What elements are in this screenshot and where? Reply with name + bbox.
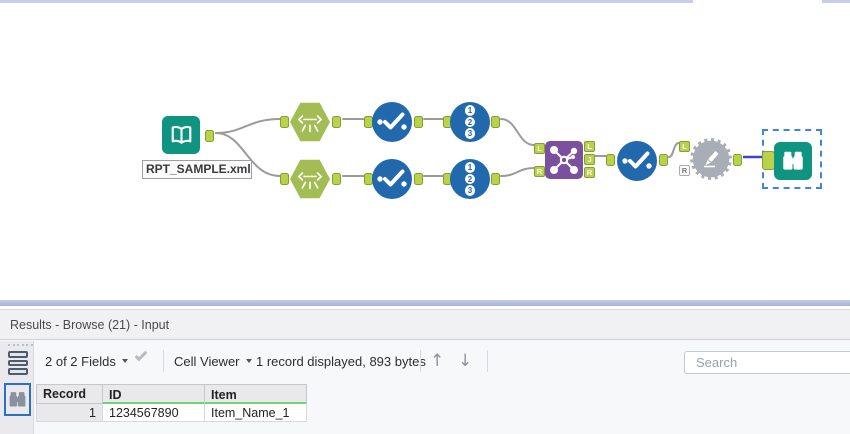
check-dots-icon	[377, 169, 407, 187]
binoculars-icon	[9, 392, 26, 407]
join-tool[interactable]	[545, 141, 583, 179]
cell-record-number[interactable]: 1	[36, 404, 103, 422]
record-id-tool-bottom[interactable]: 1 2 3	[450, 159, 490, 199]
output-anchor[interactable]	[491, 173, 500, 185]
join-output-port-right[interactable]: R	[584, 167, 595, 178]
join-output-port-left[interactable]: L	[584, 141, 595, 152]
output-anchor[interactable]	[332, 116, 341, 128]
results-panel-title: Results - Browse (21) - Input	[10, 317, 170, 332]
cell-viewer-dropdown[interactable]: Cell Viewer	[174, 348, 252, 374]
macro-tool[interactable]	[690, 138, 732, 180]
toolbar-separator	[487, 350, 488, 372]
123-icon: 1 2 3	[464, 105, 476, 139]
toolbar-separator	[420, 350, 421, 372]
column-header-record[interactable]: Record	[36, 384, 103, 404]
table-view-button[interactable]	[8, 351, 28, 375]
window-edge-bar	[0, 0, 693, 3]
panel-splitter[interactable]	[0, 300, 850, 306]
123-icon: 1 2 3	[464, 162, 476, 196]
select-tool-bottom[interactable]	[372, 159, 412, 199]
select-tool-after-join[interactable]	[617, 141, 657, 181]
record-info: 1 record displayed, 893 bytes	[256, 353, 426, 369]
results-side-rail	[0, 341, 34, 434]
macro-input-port-right[interactable]: R	[679, 165, 690, 176]
cell-id[interactable]: 1234567890	[103, 404, 205, 422]
join-input-port-right[interactable]: R	[534, 166, 545, 177]
window-edge-bar-right	[822, 0, 850, 3]
select-tool-top[interactable]	[372, 102, 412, 142]
cell-viewer-label: Cell Viewer	[174, 353, 240, 369]
check-dots-icon	[377, 112, 407, 130]
fields-dropdown[interactable]: 2 of 2 Fields	[45, 348, 128, 374]
grid-header-row: Record ID Item	[36, 384, 307, 404]
join-input-port-left[interactable]: L	[534, 143, 545, 154]
tool-annotation[interactable]: RPT_SAMPLE.xml	[142, 160, 252, 179]
xml-parse-tool-bottom[interactable]	[290, 159, 330, 199]
binoculars-icon	[783, 151, 803, 170]
fields-summary-label: 2 of 2 Fields	[45, 353, 116, 369]
chevron-down-icon	[245, 359, 252, 363]
record-id-tool-top[interactable]: 1 2 3	[450, 102, 490, 142]
search-box[interactable]	[684, 351, 850, 374]
table-row: 1 1234567890 Item_Name_1	[36, 404, 307, 422]
results-panel-header: Results - Browse (21) - Input	[0, 309, 850, 340]
column-header-id[interactable]: ID	[103, 384, 205, 404]
macro-input-port-left[interactable]: L	[679, 141, 690, 152]
output-anchor[interactable]	[659, 154, 668, 166]
output-anchor[interactable]	[491, 116, 500, 128]
cell-item[interactable]: Item_Name_1	[205, 404, 307, 422]
next-record-button[interactable]: ↓	[458, 351, 473, 371]
check-dots-icon	[622, 151, 652, 169]
output-anchor[interactable]	[733, 154, 742, 166]
drag-handle-dots[interactable]	[8, 344, 33, 346]
search-input[interactable]	[696, 355, 850, 370]
browse-tool[interactable]	[774, 142, 812, 180]
open-book-icon	[171, 125, 191, 144]
input-anchor[interactable]	[280, 116, 289, 128]
chevron-down-icon	[121, 359, 128, 363]
input-anchor[interactable]	[606, 154, 615, 166]
join-output-port-join[interactable]: J	[584, 154, 595, 165]
xml-parse-tool-top[interactable]	[290, 102, 330, 142]
browse-view-button-selected[interactable]	[4, 383, 31, 416]
results-data-grid: Record ID Item 1 1234567890 Item_Name_1	[36, 384, 307, 422]
output-anchor[interactable]	[205, 130, 214, 142]
toolbar-separator	[163, 350, 164, 372]
input-anchor[interactable]	[280, 173, 289, 185]
output-anchor[interactable]	[332, 173, 341, 185]
workflow-canvas[interactable]: RPT_SAMPLE.xml 1 2 3	[0, 3, 850, 300]
pencil-icon	[704, 151, 719, 168]
output-anchor[interactable]	[414, 116, 423, 128]
xml-parse-icon	[297, 115, 323, 133]
column-header-item[interactable]: Item	[205, 384, 307, 404]
xml-parse-icon	[297, 172, 323, 190]
input-data-tool[interactable]	[162, 116, 200, 154]
previous-record-button[interactable]: ↑	[430, 351, 445, 371]
output-anchor[interactable]	[414, 173, 423, 185]
join-molecule-icon	[550, 146, 578, 174]
